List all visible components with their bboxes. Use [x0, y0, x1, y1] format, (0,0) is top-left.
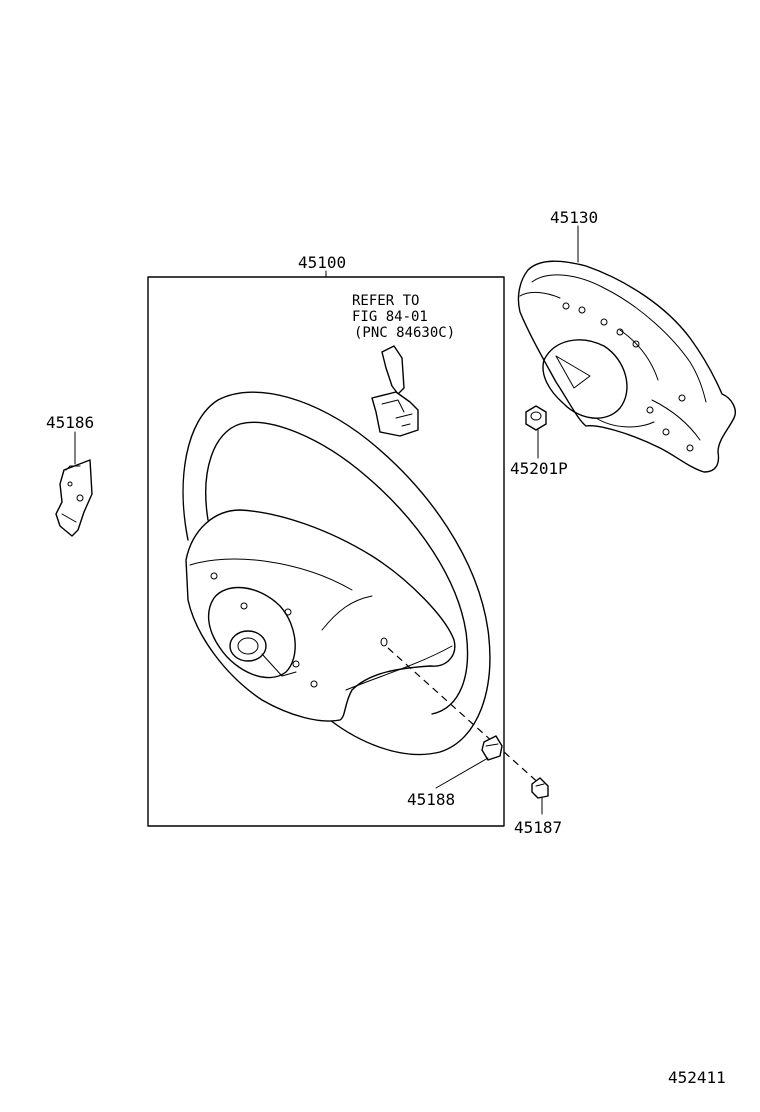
screw-45188: [481, 735, 503, 761]
reference-note-line1: REFER TO: [352, 293, 419, 309]
figure-id: 452411: [668, 1068, 726, 1087]
part-label-45100: 45100: [298, 253, 346, 272]
part-label-45187: 45187: [514, 818, 562, 837]
clip-45187: [531, 777, 549, 799]
reference-note-line2: FIG 84-01: [352, 309, 428, 325]
steering-pad-45130: [517, 260, 736, 473]
nut-45201p: [525, 405, 547, 431]
assembly-dashed-line: [387, 647, 543, 787]
steering-wheel: [182, 391, 491, 756]
leader-45188: [435, 757, 489, 789]
reference-note-line3: (PNC 84630C): [354, 325, 455, 341]
bracket-45186: [55, 459, 93, 537]
part-label-45130: 45130: [550, 208, 598, 227]
part-label-45186: 45186: [46, 413, 94, 432]
part-label-45201p: 45201P: [510, 459, 568, 478]
part-label-45188: 45188: [407, 790, 455, 809]
connector-part: [371, 345, 419, 437]
